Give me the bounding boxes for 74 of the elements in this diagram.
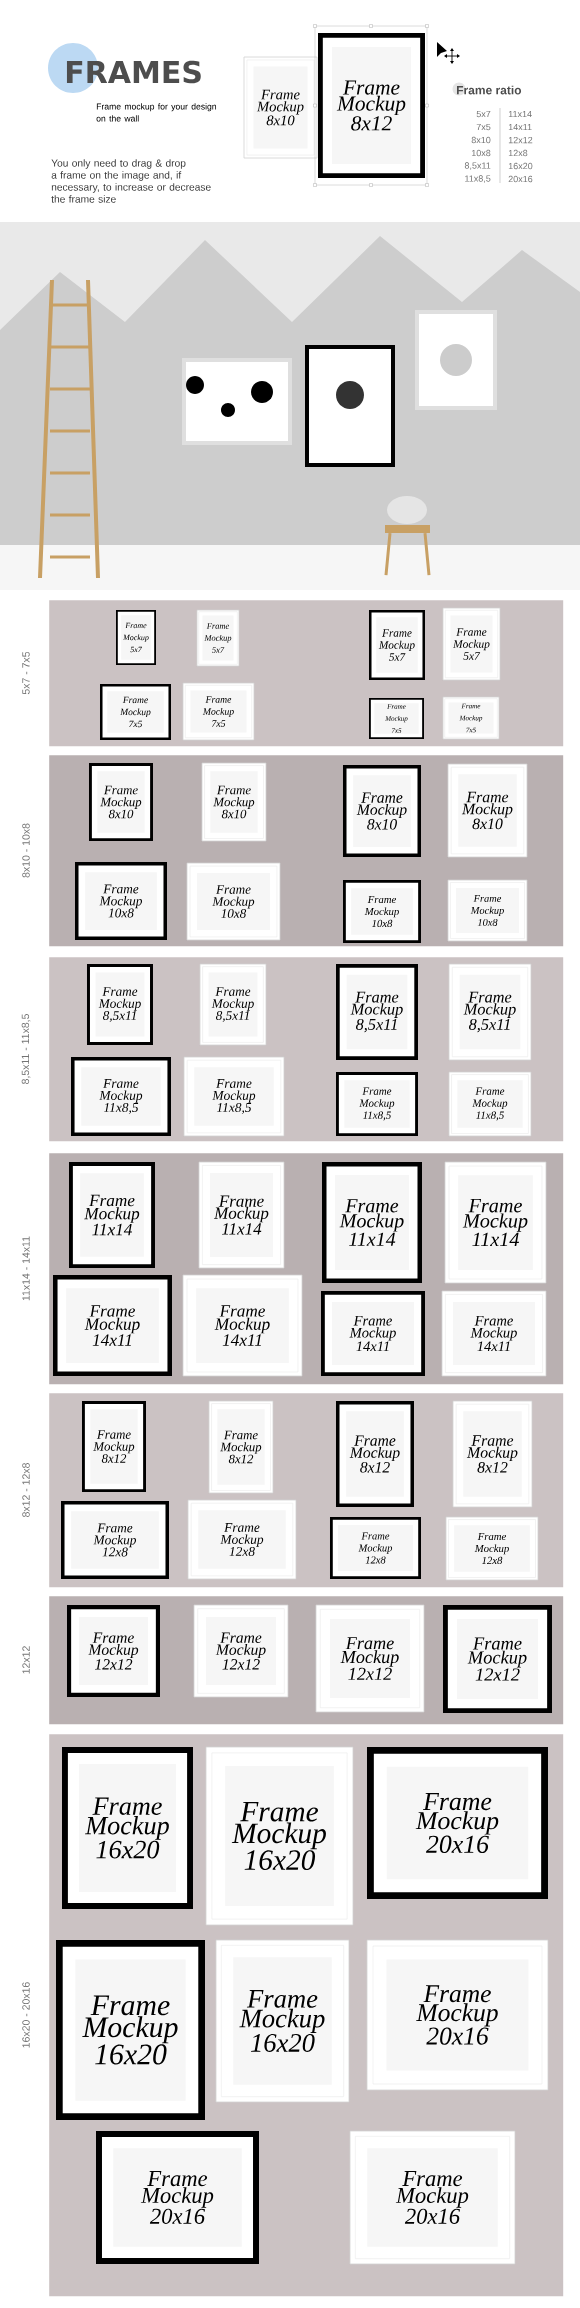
picture-frame: Frame Mockup 11x8,5 xyxy=(448,1071,532,1137)
picture-frame: Frame Mockup 5x7 xyxy=(369,610,425,680)
picture-frame: Frame Mockup 11x14 xyxy=(322,1162,422,1283)
ratio-value: 8,5x11 xyxy=(464,162,491,170)
picture-frame: Frame Mockup 16x20 xyxy=(56,1940,205,2120)
section-label: 8,5x11 - 11x8,5 xyxy=(21,1014,31,1084)
picture-frame: Frame Mockup 12x8 xyxy=(187,1499,297,1580)
picture-frame: Frame Mockup 8x12 xyxy=(452,1400,533,1508)
picture-frame: Frame Mockup 7x5 xyxy=(182,682,255,741)
picture-frame: Frame Mockup 12x12 xyxy=(443,1605,552,1713)
picture-frame: Frame Mockup 12x12 xyxy=(67,1605,160,1697)
picture-frame: Frame Mockup 12x8 xyxy=(330,1517,421,1579)
picture-frame: Frame Mockup 14x11 xyxy=(441,1290,547,1377)
section-label: 12x12 xyxy=(22,1646,30,1674)
picture-frame: Frame Mockup 16x20 xyxy=(62,1747,193,1909)
ratio-value: 5x7 xyxy=(476,110,491,118)
picture-frame: Frame Mockup 20x16 xyxy=(366,1939,549,2091)
picture-frame: Frame Mockup 20x16 xyxy=(349,2130,516,2265)
section-label: 11x14 - 14x11 xyxy=(22,1236,30,1301)
picture-frame: Frame Mockup 5x7 xyxy=(442,607,501,681)
picture-frame: Frame Mockup 10x8 xyxy=(186,862,281,941)
picture-frame: Frame Mockup 14x11 xyxy=(321,1291,425,1376)
picture-frame: Frame Mockup 11x14 xyxy=(198,1161,285,1269)
picture-frame: Frame Mockup 12x8 xyxy=(445,1516,539,1581)
ratio-value: 7x5 xyxy=(476,123,491,131)
picture-frame: Frame Mockup 8x10 xyxy=(243,56,318,159)
picture-frame: Frame Mockup 8x12 xyxy=(208,1400,274,1494)
section-label: 5x7 - 7x5 xyxy=(22,651,30,695)
ratio-value: 20x16 xyxy=(508,175,533,183)
picture-frame: Frame Mockup 8,5x11 xyxy=(448,963,532,1061)
picture-frame: Frame Mockup 5x7 xyxy=(116,610,156,665)
ratio-value: 11x8,5 xyxy=(465,175,491,183)
picture-frame: Frame Mockup 8x10 xyxy=(343,765,421,858)
picture-frame: Frame Mockup 12x8 xyxy=(61,1501,169,1579)
picture-frame: Frame Mockup 8,5x11 xyxy=(336,964,418,1060)
section-label: 8x10 - 10x8 xyxy=(22,823,30,878)
picture-frame: Frame Mockup 20x16 xyxy=(96,2131,259,2264)
picture-frame: Frame Mockup 11x14 xyxy=(69,1162,155,1269)
picture-frame: Frame Mockup 8x12 xyxy=(336,1401,414,1507)
picture-frame: Frame Mockup 16x20 xyxy=(205,1746,354,1926)
picture-frame: Frame Mockup 10x8 xyxy=(343,880,421,943)
picture-frame: Frame Mockup 8,5x11 xyxy=(199,963,267,1046)
picture-frame: Frame Mockup 14x11 xyxy=(182,1274,303,1377)
picture-frame: Frame Mockup 8x10 xyxy=(447,763,528,858)
picture-frame: Frame Mockup 11x14 xyxy=(444,1161,547,1284)
picture-frame: Frame Mockup 10x8 xyxy=(75,862,167,941)
picture-frame: Frame Mockup 11x8,5 xyxy=(183,1056,285,1137)
picture-frame: Frame Mockup 11x8,5 xyxy=(336,1072,418,1136)
subtitle: Frame mockup for your design on the wall xyxy=(96,103,216,122)
instruction-text: You only need to drag & drop a frame on the image and, if necessary, to increase or decrease the frame size xyxy=(51,159,211,203)
picture-frame: Frame Mockup 11x8,5 xyxy=(71,1057,171,1136)
ratio-value: 16x20 xyxy=(508,162,533,170)
ratio-value: 10x8 xyxy=(471,149,491,157)
ratio-value: 14x11 xyxy=(508,123,532,131)
section-label: 8x12 - 12x8 xyxy=(22,1463,30,1517)
picture-frame: Frame Mockup 5x7 xyxy=(196,609,240,667)
picture-frame: Frame Mockup 8x12 xyxy=(82,1401,146,1492)
ratio-value: 12x12 xyxy=(508,136,533,144)
picture-frame: Frame Mockup 8x10 xyxy=(201,762,267,842)
picture-frame: Frame Mockup 7x5 xyxy=(100,684,171,740)
picture-frame: Frame Mockup 12x12 xyxy=(193,1604,289,1698)
ratio-value: 8x10 xyxy=(471,136,491,144)
picture-frame: Frame Mockup 14x11 xyxy=(53,1275,172,1376)
section-label: 16x20 - 20x16 xyxy=(22,1982,30,2048)
picture-frame: Frame Mockup 20x16 xyxy=(367,1747,548,1899)
ratio-value: 12x8 xyxy=(508,149,528,157)
ratio-value: 11x14 xyxy=(508,110,532,118)
title: FRAMES xyxy=(66,60,201,84)
picture-frame: Frame Mockup 8,5x11 xyxy=(87,964,153,1046)
picture-frame: Frame Mockup 12x12 xyxy=(315,1604,425,1713)
picture-frame: Frame Mockup 16x20 xyxy=(215,1939,350,2103)
table-heading: Frame ratio xyxy=(457,85,522,95)
picture-frame: Frame Mockup 8x10 xyxy=(89,763,153,842)
picture-frame: Frame Mockup 10x8 xyxy=(447,879,528,942)
